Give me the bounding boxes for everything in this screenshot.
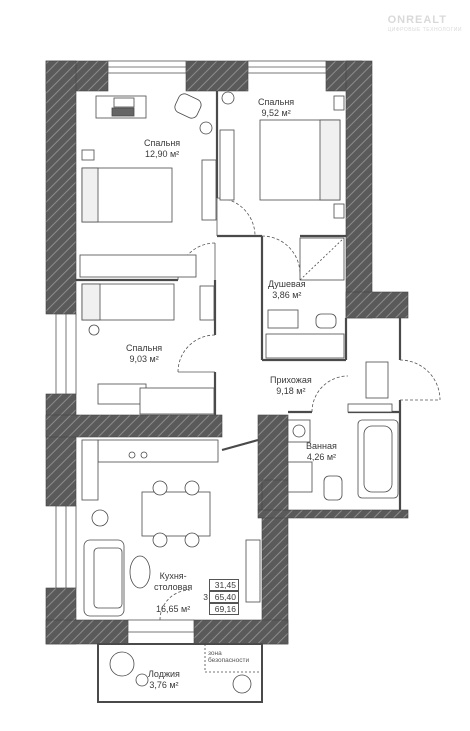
logo-text: ONREALT	[387, 14, 447, 26]
room-area: 12,90 м²	[144, 149, 180, 159]
wardrobe	[219, 129, 235, 201]
room-label-bedroom-1: Спальня 12,90 м²	[144, 138, 180, 160]
kitchen-counter	[97, 439, 219, 463]
room-area: 4,26 м²	[306, 452, 337, 462]
armchair	[174, 93, 202, 119]
area-summary: 31,45 3 65,40 69,16	[200, 579, 239, 615]
room-name: Спальня	[126, 343, 163, 353]
coffee-table	[129, 555, 151, 589]
room-area: 16,65 м²	[156, 604, 191, 614]
room-area: 3,86 м²	[272, 290, 302, 300]
armchair	[109, 651, 135, 677]
room-label-bedroom-2: Спальня 9,52 м²	[258, 97, 294, 119]
toilet	[323, 475, 343, 501]
dining-table	[141, 491, 211, 537]
room-name: Душевая	[268, 279, 306, 289]
toilet	[315, 313, 337, 329]
room-label-bathroom: Ванная 4,26 м²	[306, 441, 337, 463]
room-area: 9,52 м²	[261, 108, 291, 118]
bench	[365, 361, 389, 399]
exterior-walls	[45, 60, 409, 645]
wardrobe	[139, 387, 215, 415]
windows	[55, 60, 327, 633]
total-area-with-loggia: 69,16	[209, 603, 239, 615]
room-name: Спальня	[144, 138, 181, 148]
room-label-hallway: Прихожая 9,18 м²	[270, 375, 312, 397]
brand-logo: ONREALT ЦИФРОВЫЕ ТЕХНОЛОГИИ	[388, 14, 462, 33]
room-name: Ванная	[306, 441, 337, 451]
tv-unit	[245, 539, 261, 603]
room-label-shower: Душевая 3,86 м²	[268, 279, 306, 301]
room-name: Прихожая	[270, 375, 312, 385]
loggia-outline	[97, 643, 263, 703]
plant	[199, 121, 213, 135]
room-count: 3	[203, 592, 208, 602]
wardrobe	[79, 254, 197, 278]
room-label-loggia: Лоджия 3,76 м²	[148, 669, 180, 691]
sink	[267, 309, 299, 329]
chair	[113, 97, 135, 108]
plant	[221, 91, 235, 105]
room-area: 9,03 м²	[129, 354, 159, 364]
room-label-kitchen: Кухня- столовая 16,65 м²	[154, 560, 192, 626]
sink	[287, 461, 313, 493]
partitions	[76, 91, 402, 510]
shower-tray	[299, 237, 345, 281]
shoe-rack	[347, 403, 393, 413]
furniture	[79, 91, 399, 694]
safety-zone-label: зона безопасности	[208, 650, 250, 664]
room-area: 3,76 м²	[149, 680, 179, 690]
living-area: 31,45	[209, 579, 239, 591]
plant	[88, 324, 100, 336]
wardrobe	[265, 333, 345, 359]
room-name: Лоджия	[148, 669, 180, 679]
plant	[232, 674, 252, 694]
plant	[91, 509, 109, 527]
total-area: 65,40	[209, 591, 239, 603]
logo-subtext: ЦИФРОВЫЕ ТЕХНОЛОГИИ	[387, 27, 462, 33]
room-name: Кухня- столовая	[154, 571, 193, 592]
room-area: 9,18 м²	[276, 386, 306, 396]
room-name: Спальня	[258, 97, 295, 107]
room-label-bedroom-3: Спальня 9,03 м²	[126, 343, 162, 365]
monitor	[111, 107, 135, 117]
desk	[97, 383, 147, 405]
